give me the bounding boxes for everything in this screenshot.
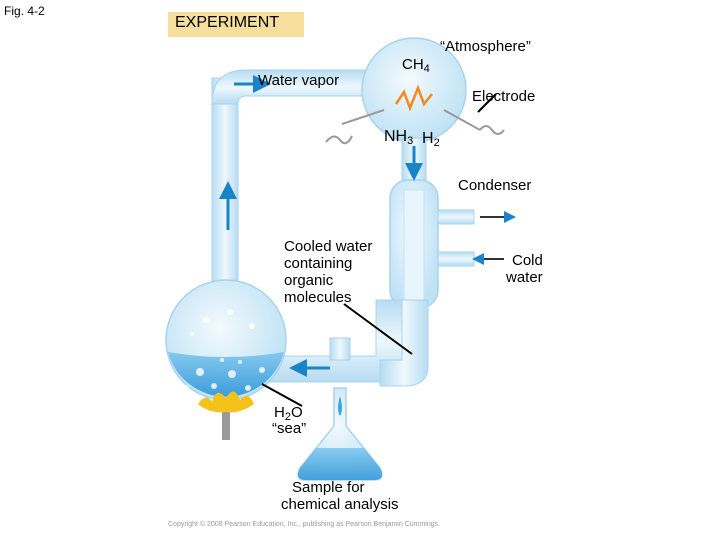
flame [198,391,254,413]
drip [338,396,342,416]
left-tube [211,77,239,309]
cold-water-line-1: Cold [512,252,543,269]
sample-line-2: chemical analysis [281,496,399,513]
condenser-port-lower [437,251,475,267]
experiment-banner [168,12,304,37]
sample-liquid [298,448,382,480]
h2o-label: H2O [274,404,303,423]
stopcock [329,337,351,361]
h2-label: H2 [422,130,440,149]
cooled-water-line-1: Cooled water [284,238,373,255]
electrode-right-coil [479,125,505,135]
bubbles [183,309,265,391]
burner-stem [222,408,230,440]
water-vapor-label: Water vapor [258,72,340,89]
leader-electrode [477,93,497,113]
cooled-water-line-2: containing [284,255,353,272]
sea-label: “sea” [272,420,307,437]
spark [394,84,433,112]
electrode-left [341,109,385,125]
condenser-inner [403,189,425,303]
figure-label: Fig. 4-2 [4,4,45,18]
sea-water [168,352,284,397]
atmosphere-label: “Atmosphere” [440,38,531,55]
electrode-right [443,109,481,131]
copyright-text: Copyright © 2008 Pearson Education, Inc.… [168,521,441,528]
experiment-title: EXPERIMENT [175,14,280,31]
electrode-label: Electrode [472,88,536,105]
leader-sea [261,383,303,407]
cooled-water-line-3: organic [284,272,334,289]
nh3-label: NH3 [384,128,414,147]
bottom-tube-right [379,299,429,387]
condenser-label: Condenser [458,177,532,194]
leader-cooled-water [343,303,413,355]
sample-line-1: Sample for [292,479,365,496]
cold-water-line-2: water [506,269,543,286]
cooled-water-line-4: molecules [284,289,352,306]
condenser-port-upper [437,209,475,225]
ch4-label: CH4 [402,56,430,75]
electrode-left-coil [325,135,353,145]
